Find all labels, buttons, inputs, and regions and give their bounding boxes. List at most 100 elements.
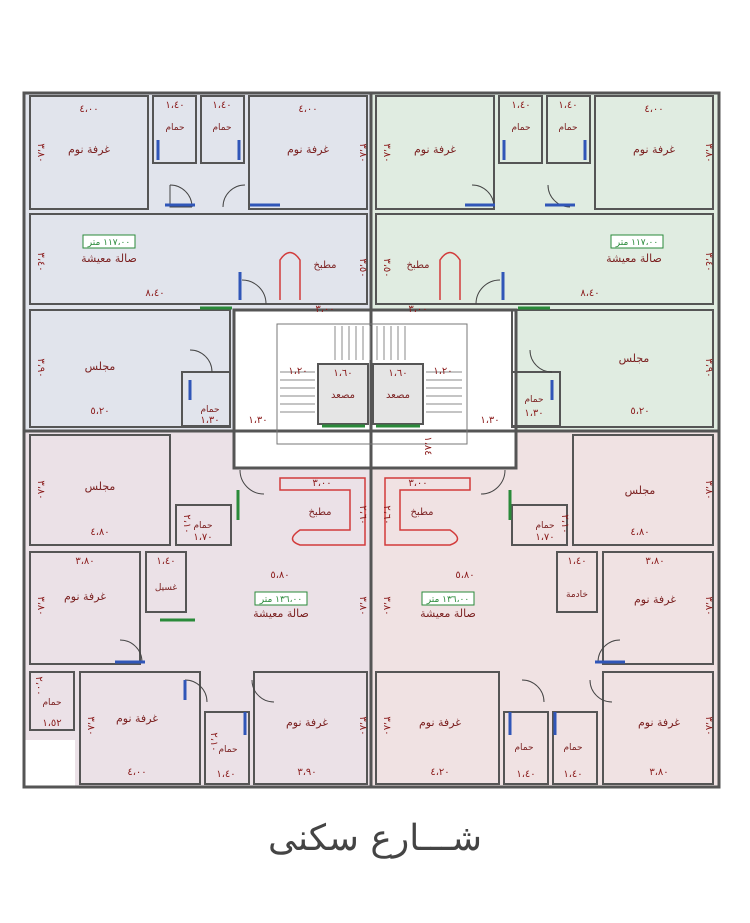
br-living-area: ١٣٦،٠٠ متر xyxy=(426,595,469,605)
tr-bathroom-2-width: ١،٤٠ xyxy=(558,100,577,111)
elevator-left-label: مصعد xyxy=(331,390,355,401)
br-bedroom-1-depth: ٣،٨٠ xyxy=(703,596,714,615)
br-bedroom-3-label: غرفة نوم xyxy=(638,716,680,729)
br-bedroom-2-label: غرفة نوم xyxy=(419,716,461,729)
br-bedroom-2-width: ٤،٢٠ xyxy=(430,767,449,778)
br-bathroom-3-width: ١،٤٠ xyxy=(563,769,582,780)
br-bedroom-1-width: ٣،٨٠ xyxy=(645,556,664,567)
tr-bathroom-3-label: حمام xyxy=(524,395,543,405)
tl-bathroom-2-label: حمام xyxy=(212,123,231,133)
br-bathroom-3-label: حمام xyxy=(563,743,582,753)
elevator-left-width: ١،٦٠ xyxy=(333,368,352,379)
br-kitchen-label: مطبخ xyxy=(410,507,433,518)
tr-majlis-label: مجلس xyxy=(619,352,650,365)
lobby-right-dim: ١،٣٠ xyxy=(480,415,499,426)
area-boxes xyxy=(82,234,664,606)
tr-living-width: ٨،٤٠ xyxy=(580,288,599,299)
fill-bottom-left xyxy=(24,431,371,787)
bl-bedroom-2-depth: ٣،٨٠ xyxy=(85,716,96,735)
tl-bedroom-1-label: غرفة نوم xyxy=(68,143,110,156)
br-bathroom-2-label: حمام xyxy=(514,743,533,753)
tr-living-label: صالة معيشة xyxy=(606,252,662,265)
elevator-right-width: ١،٦٠ xyxy=(388,368,407,379)
street-label: شـــارع سكنى xyxy=(268,818,482,859)
window-marks xyxy=(115,140,625,735)
tl-bathroom-2-width: ١،٤٠ xyxy=(212,100,231,111)
tr-bedroom-2-label: غرفة نوم xyxy=(633,143,675,156)
tr-bedroom-1-label: غرفة نوم xyxy=(414,143,456,156)
tl-kitchen-depth: ٣،٥٠ xyxy=(357,258,368,277)
tl-majlis-label: مجلس xyxy=(85,360,116,373)
tl-living-label: صالة معيشة xyxy=(81,252,137,265)
tr-bathroom-1-label: حمام xyxy=(511,123,530,133)
bl-bathroom-3-depth: ٢،١٠ xyxy=(208,732,219,751)
br-kitchen-depth: ٢،٦٠ xyxy=(381,505,392,524)
br-majlis-width: ٤،٨٠ xyxy=(630,527,649,538)
tr-living-area: ١١٧،٠٠ متر xyxy=(615,238,658,248)
bl-laundry-label: غسيل xyxy=(155,583,178,593)
tr-bathroom-3-width: ١،٣٠ xyxy=(524,408,543,419)
bl-living-label: صالة معيشة xyxy=(253,607,309,620)
bl-bedroom-3-label: غرفة نوم xyxy=(286,716,328,729)
bl-majlis-width: ٤،٨٠ xyxy=(90,527,109,538)
bl-kitchen-label: مطبخ xyxy=(308,507,331,518)
tl-bathroom-1-label: حمام xyxy=(165,123,184,133)
bl-living-depth: ٣،٨٠ xyxy=(357,596,368,615)
br-bedroom-3-width: ٣،٨٠ xyxy=(649,767,668,778)
bl-bathroom-1-depth: ٢،١٠ xyxy=(181,514,192,533)
tr-bedroom-2-depth: ٣،٨٠ xyxy=(703,143,714,162)
br-living-label: صالة معيشة xyxy=(420,607,476,620)
door-swings xyxy=(119,184,621,703)
tl-bedroom-1-width: ٤،٠٠ xyxy=(79,104,98,115)
bl-bathroom-2-label: حمام xyxy=(42,698,61,708)
lobby-left-dim: ١،٣٠ xyxy=(248,415,267,426)
bl-living-width: ٥،٨٠ xyxy=(270,570,289,581)
elevator-right-label: مصعد xyxy=(386,390,410,401)
br-kitchen-width: ٣،٠٠ xyxy=(408,478,427,489)
tr-bathroom-2-label: حمام xyxy=(558,123,577,133)
landing-right-dim: ١،٢٠ xyxy=(433,366,452,377)
tr-living-depth: ٣،٤٠ xyxy=(703,252,714,271)
bl-kitchen-width: ٣،٠٠ xyxy=(312,478,331,489)
tr-majlis-depth: ٣،٩٠ xyxy=(703,358,714,377)
tl-living-area: ١١٧،٠٠ متر xyxy=(87,238,130,248)
stair-width-dim: ١،٨٤ xyxy=(422,436,433,455)
tl-living-width: ٨،٤٠ xyxy=(145,288,164,299)
bl-bedroom-1-label: غرفة نوم xyxy=(64,590,106,603)
tl-majlis-width: ٥،٢٠ xyxy=(90,406,109,417)
tr-bedroom-2-width: ٤،٠٠ xyxy=(644,104,663,115)
bl-bedroom-1-depth: ٣،٨٠ xyxy=(35,596,46,615)
apartment-fills xyxy=(24,93,719,787)
bl-bathroom-1-width: ١،٧٠ xyxy=(193,532,212,543)
tl-bathroom-3-label: حمام xyxy=(200,405,219,415)
stair-treads xyxy=(280,326,462,413)
br-maid-width: ١،٤٠ xyxy=(567,556,586,567)
tl-kitchen-label: مطبخ xyxy=(313,260,336,271)
kitchen-counters xyxy=(279,251,471,546)
bl-bedroom-2-label: غرفة نوم xyxy=(116,712,158,725)
bl-bathroom-3-label: حمام xyxy=(218,745,237,755)
br-majlis-depth: ٣،٨٠ xyxy=(703,480,714,499)
bl-bedroom-3-width: ٣،٩٠ xyxy=(297,767,316,778)
walls xyxy=(22,91,721,789)
bl-majlis-label: مجلس xyxy=(85,480,116,493)
landing-left-dim: ١،٢٠ xyxy=(288,366,307,377)
bl-laundry-width: ١،٤٠ xyxy=(156,556,175,567)
bl-bathroom-2-width: ١،٥٢ xyxy=(42,718,61,729)
br-bedroom-2-depth: ٣،٨٠ xyxy=(381,716,392,735)
bl-bathroom-3-width: ١،٤٠ xyxy=(216,769,235,780)
tl-bedroom-2-depth: ٣،٨٠ xyxy=(357,143,368,162)
tl-majlis-depth: ٣،٩٠ xyxy=(35,358,46,377)
br-bedroom-3-depth: ٣،٨٠ xyxy=(703,716,714,735)
tr-kitchen-label: مطبخ xyxy=(406,260,429,271)
br-bathroom-2-width: ١،٤٠ xyxy=(516,769,535,780)
tl-living-depth: ٣،٤٠ xyxy=(35,252,46,271)
tl-bedroom-1-depth: ٣،٨٠ xyxy=(35,143,46,162)
bl-bathroom-1-label: حمام xyxy=(193,521,212,531)
tr-kitchen-width: ٣،٠٠ xyxy=(408,304,427,315)
bl-bedroom-2-width: ٤،٠٠ xyxy=(127,767,146,778)
bl-majlis-depth: ٣،٨٠ xyxy=(35,480,46,499)
tl-bedroom-2-label: غرفة نوم xyxy=(287,143,329,156)
bl-living-area: ١٣٦،٠٠ متر xyxy=(259,595,302,605)
